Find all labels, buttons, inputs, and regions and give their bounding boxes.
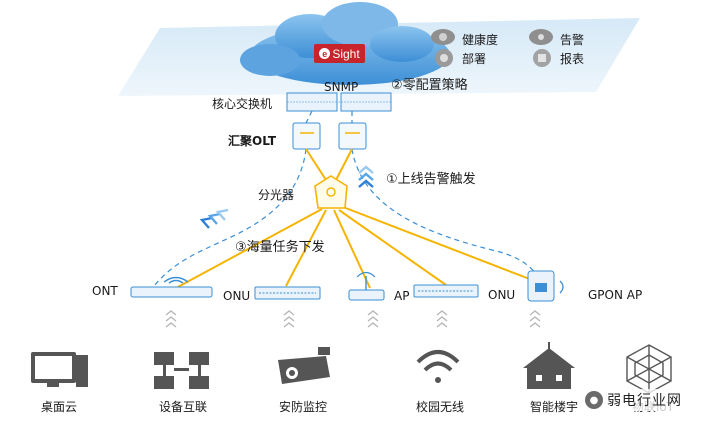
desktop-cloud-icon (31, 352, 88, 387)
onu-switch-graphic (254, 286, 321, 300)
aggregation-olt-label: 汇聚OLT (228, 134, 277, 148)
mgmt-link-left (147, 148, 307, 295)
scenario-smart-building: 智能楼宇 (529, 400, 578, 414)
security-camera-icon (278, 347, 330, 384)
gpon-ap-label: GPON AP (588, 288, 643, 302)
snmp-label: SNMP (324, 80, 359, 94)
fiber-to-ap (333, 209, 371, 289)
core-switch-graphic (286, 92, 392, 112)
smart-building-icon (523, 342, 575, 389)
scenario-device-interconnect: 设备互联 (158, 400, 207, 414)
scenario-desktop-cloud: 桌面云 (40, 400, 77, 414)
health-icon (431, 29, 455, 45)
alarm-label: 告警 (560, 33, 585, 47)
wechat-icon: ● (585, 391, 603, 409)
scenario-campus-wireless: 校园无线 (415, 400, 464, 414)
core-switch-label: 核心交换机 (212, 97, 273, 111)
deploy-icon (435, 49, 453, 67)
onu-2-label: ONU (488, 288, 516, 302)
mgmt-link-right (351, 148, 541, 281)
onu-label: ONU (223, 289, 251, 303)
report-label: 报表 (560, 52, 585, 66)
report-icon (533, 49, 551, 67)
task-down-arrows-icon (199, 208, 229, 229)
deploy-label: 部署 (462, 52, 487, 66)
onu-2-graphic (413, 284, 479, 298)
device-interconnect-icon (154, 352, 209, 389)
watermark: ● 弱电行业网 (581, 389, 686, 411)
alarm-up-arrows-icon (358, 165, 374, 188)
fiber-to-onu-2 (338, 209, 447, 286)
splitter-graphic (314, 175, 348, 209)
fiber-to-onu-switch (285, 209, 327, 287)
ont-graphic (130, 276, 213, 298)
uplink-chevrons (165, 310, 541, 328)
scenario-security-monitoring: 安防监控 (278, 400, 327, 414)
fiber-to-gpon-ap (342, 206, 541, 284)
gpon-ap-graphic (527, 270, 564, 302)
olt-graphic (292, 122, 367, 150)
fiber-olt-splitter-right (335, 148, 353, 181)
health-label: 健康度 (462, 33, 499, 47)
alarm-icon (529, 29, 553, 45)
campus-wifi-icon (416, 350, 460, 383)
watermark-text: 弱电行业网 (607, 393, 682, 409)
ont-label: ONT (92, 284, 118, 298)
core-olt-link (305, 110, 313, 124)
fiber-olt-splitter-left (305, 148, 327, 181)
mass-task-label: ③海量任务下发 (235, 240, 325, 255)
ap-label: AP (394, 289, 410, 303)
zero-config-label: ②零配置策略 (391, 78, 468, 93)
iot-icon (626, 344, 672, 394)
splitter-label: 分光器 (258, 188, 295, 202)
fiber-to-ont (175, 208, 323, 289)
online-alarm-label: ①上线告警触发 (386, 172, 476, 187)
ap-graphic (348, 271, 385, 301)
